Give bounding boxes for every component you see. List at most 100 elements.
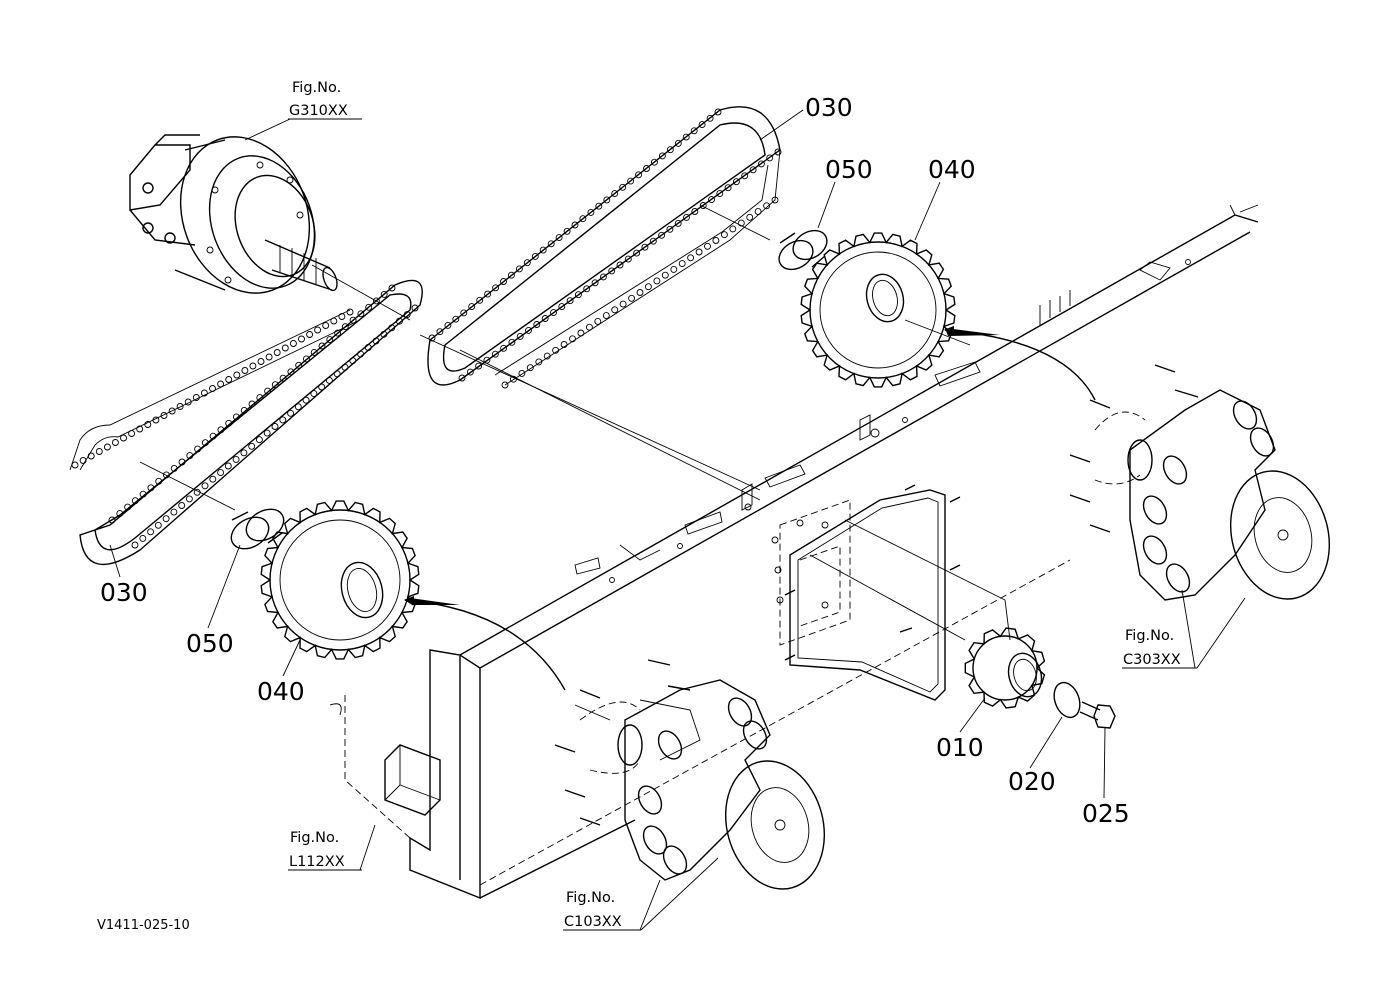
chain-pin [774,148,782,156]
chain-pin [708,196,715,204]
chain-pin [460,309,468,317]
chain-pin [170,508,178,516]
chain-pin [716,190,724,198]
chain-pin [619,300,627,308]
chain-pin [349,316,357,324]
chain-pin [306,331,314,338]
chain-pin [79,457,87,464]
chain-pin [128,430,136,437]
chain-pin [209,432,217,440]
chain-pin [591,279,599,287]
chain-pin [741,172,749,180]
washer [1053,681,1081,719]
chain-pin [411,304,419,312]
chain-pin [318,342,326,350]
chain-pin [170,464,178,472]
axle-housing-front [554,659,826,890]
chain-pin [349,357,357,365]
chain-pin [139,534,147,542]
chain-pin [695,248,703,256]
sprocket-teeth [800,232,956,388]
chain-pin [619,183,627,191]
chain-pin [225,419,233,427]
chain-pin [136,425,144,433]
chain-pin [185,495,193,503]
chain-pin [535,358,543,366]
fig-ref-g310-code: G310XX [289,103,348,119]
chain-pin [452,315,460,323]
chain-pin [569,335,576,343]
chain-pin [649,237,657,245]
chain-pin [577,329,585,337]
chain-pin [217,426,225,434]
chain-pin [264,387,272,395]
chain-pin [541,315,549,322]
chain-pin [176,403,184,410]
chain-pin [428,334,436,342]
chain-pin [602,312,610,320]
part-label-040-bottom: 040 [257,677,305,706]
chain-pin [326,336,334,344]
chain-pin [256,394,264,402]
chain-pin [357,310,365,318]
chain-pin [87,452,95,460]
bolt [1079,701,1116,729]
chain-pin [265,353,273,361]
chain-pin [516,332,524,340]
chain-pin [334,329,342,337]
chain-pin [724,184,732,192]
chain-pin [523,259,531,267]
chain-pin [500,344,508,352]
frame-housing [329,204,1259,900]
chain-pin [771,196,779,204]
chain-pin [468,303,476,311]
small-sprocket [964,627,1046,709]
fig-ref-c103-label: Fig.No. [566,890,615,906]
chain-pin [579,215,587,223]
chain-pin [658,231,666,239]
chain-pin [691,208,699,215]
chain-pin [714,108,722,116]
chain-pin [248,400,256,408]
chain-pin [608,267,616,275]
chain-pin [729,225,737,233]
chain-pin [491,350,499,358]
chain-pin [201,439,209,447]
chain-pin [749,166,757,174]
chain-pin [192,394,200,401]
axle-housing-rear [1069,364,1331,601]
chain-pin [666,225,674,233]
chain-pin [670,265,678,273]
chain-pin [583,285,591,293]
chain-pin [507,271,515,279]
part-label-030-bottom: 030 [100,578,148,607]
chain-pin [518,369,526,377]
chain-pin [103,443,111,451]
chain-pin [658,152,666,160]
chain-pin [643,165,650,172]
chain-pin [550,309,557,317]
chain-pin [302,355,310,363]
chain-pin [160,412,168,419]
chain-pin [294,403,302,411]
chain-pin [698,121,706,129]
chain-pin [184,398,192,406]
chain-pin [217,469,225,477]
chain-pin [357,350,365,358]
assembly-arrows [404,325,1096,691]
chain-pin [403,311,411,319]
fig-ref-c303-label: Fig.No. [1125,628,1174,644]
chain-pin [232,413,240,421]
chain-pin [71,461,79,469]
chain-pin [594,317,602,325]
chain-pin [587,208,595,216]
chain-link-pins [71,108,782,549]
sprocket-right [800,232,956,388]
chain-pin [131,541,139,549]
chain-pin [162,515,170,523]
chain-pin [314,326,322,334]
chain-pin [380,330,388,338]
chain-pin [271,381,279,389]
chain-pin [224,462,232,470]
